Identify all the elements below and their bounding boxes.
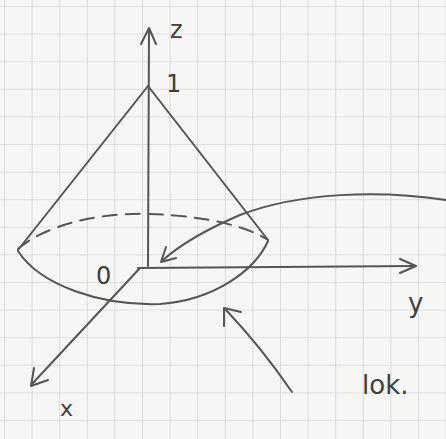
cone-side xyxy=(18,86,148,250)
y-axis xyxy=(138,266,414,268)
axis-label: y xyxy=(408,290,423,316)
y-arrowhead xyxy=(400,259,416,273)
pointer-arrowhead xyxy=(224,308,241,326)
z-arrowhead xyxy=(141,28,156,44)
pointer-line xyxy=(226,310,292,392)
cone-base-front xyxy=(18,241,268,304)
height-label: 1 xyxy=(166,72,181,96)
z-axis xyxy=(148,30,149,266)
axis-label: z xyxy=(170,18,183,42)
pointer-curve xyxy=(163,194,446,260)
note-label: lok. xyxy=(362,372,408,398)
origin-label: 0 xyxy=(96,264,111,288)
x-axis xyxy=(32,268,140,384)
axis-label: x xyxy=(60,398,73,420)
pointer-arrowhead xyxy=(161,247,176,262)
x-arrowhead xyxy=(31,368,48,386)
cone-side xyxy=(148,86,268,240)
